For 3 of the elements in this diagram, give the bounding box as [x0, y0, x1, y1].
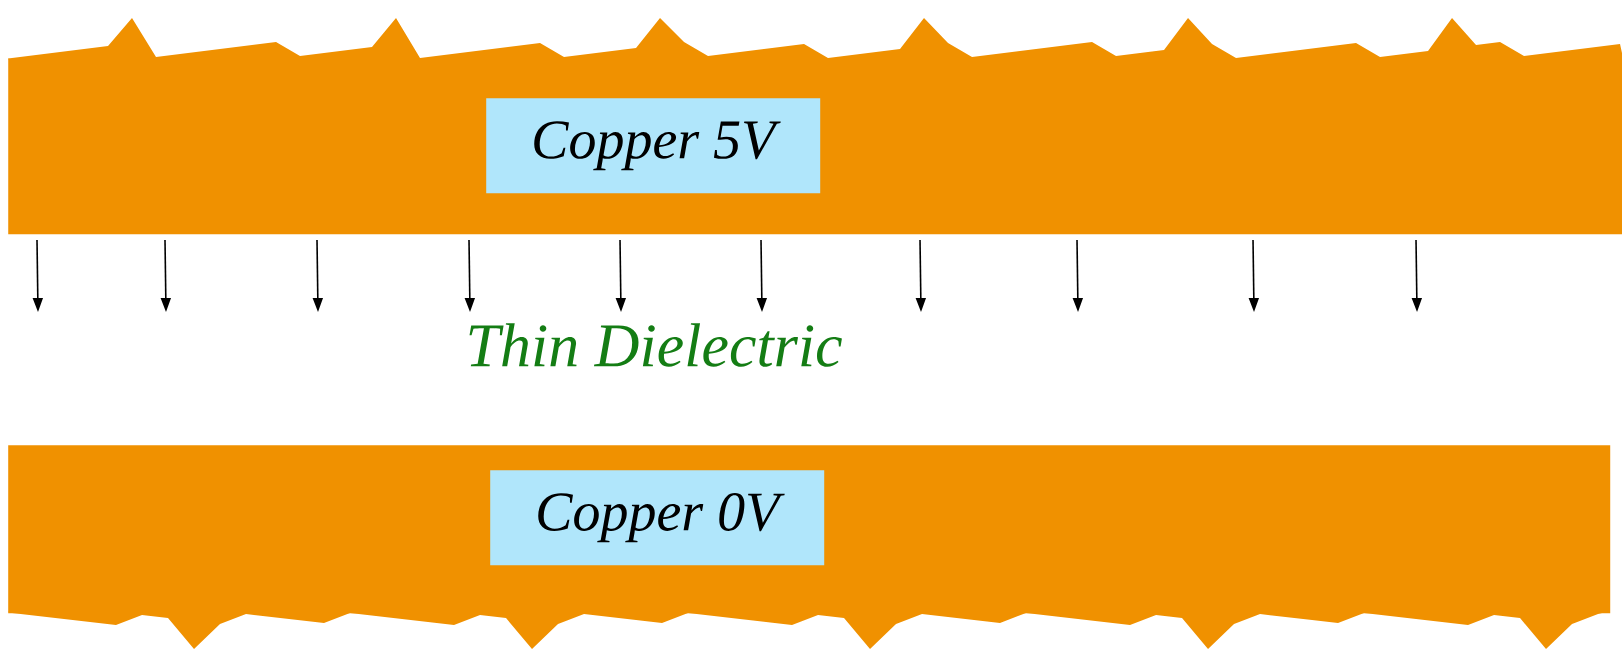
label-box: Copper 0V — [490, 470, 825, 566]
label-box: Copper 5V — [486, 98, 821, 194]
dielectric-label: Thin Dielectric — [469, 323, 842, 367]
